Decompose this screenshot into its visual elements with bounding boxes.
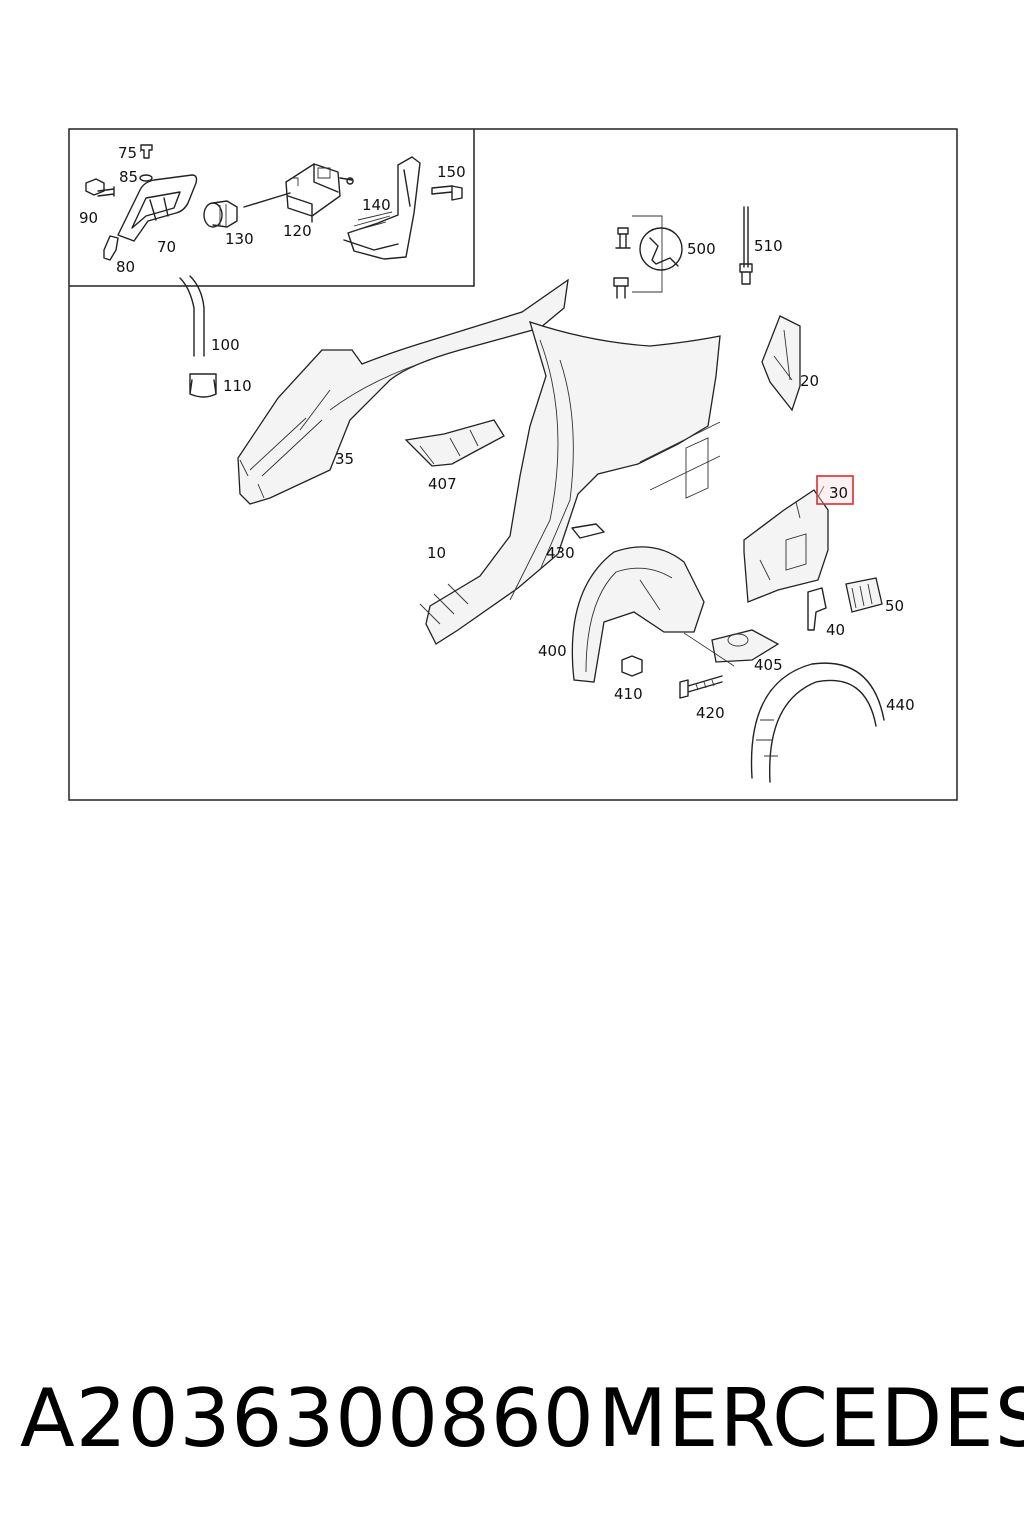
inset-box: [69, 129, 475, 287]
part-35-inner-panel: [237, 278, 569, 505]
part-40-clip: [807, 587, 827, 631]
callout-30: 30: [829, 484, 848, 502]
leader-lines: [139, 149, 825, 667]
part-80-clip: [103, 235, 119, 261]
part-430-plug: [571, 523, 605, 539]
callout-110: 110: [223, 377, 252, 395]
part-400-wheel-liner: [571, 546, 705, 683]
part-20-bracket: [761, 315, 801, 412]
part-70-fuel-filler-housing: [117, 174, 198, 242]
footer: A2036300860 MERCEDES: [0, 1372, 1024, 1472]
part-130-grommet: [203, 200, 238, 228]
callout-130: 130: [225, 230, 254, 248]
part-75-rivet: [140, 144, 153, 159]
callout-20: 20: [800, 372, 819, 390]
callout-70: 70: [157, 238, 176, 256]
diagram-frame: [68, 128, 958, 801]
part-120-actuator: [243, 163, 354, 223]
part-100-hose: [179, 275, 205, 357]
callout-80: 80: [116, 258, 135, 276]
highlight-box-30: [816, 475, 854, 505]
callout-10: 10: [427, 544, 446, 562]
part-405-bracket: [711, 629, 780, 663]
brand-name: MERCEDES: [598, 1372, 1024, 1465]
callout-510: 510: [754, 237, 783, 255]
callout-85: 85: [119, 168, 138, 186]
callout-35: 35: [335, 450, 354, 468]
part-50-vent-grille: [845, 577, 883, 613]
part-440-outer-liner: [750, 662, 885, 783]
part-10-side-panel: [419, 320, 721, 645]
callout-410: 410: [614, 685, 643, 703]
callout-40: 40: [826, 621, 845, 639]
callout-labels: 75 85 90 70 80 130 120 140 150 500 510 1…: [79, 144, 915, 722]
callout-405: 405: [754, 656, 783, 674]
part-number: A2036300860: [20, 1372, 595, 1465]
callout-120: 120: [283, 222, 312, 240]
part-110-clamp: [189, 373, 217, 398]
callout-407: 407: [428, 475, 457, 493]
callout-430: 430: [546, 544, 575, 562]
part-140-hinge-bracket: [343, 156, 421, 260]
callout-100: 100: [211, 336, 240, 354]
callout-90: 90: [79, 209, 98, 227]
callout-400: 400: [538, 642, 567, 660]
part-410-nut: [621, 655, 643, 677]
part-30-panel: [743, 489, 829, 603]
part-85-washer: [139, 174, 153, 182]
part-407-bracket: [404, 419, 505, 467]
callout-140: 140: [362, 196, 391, 214]
part-150-screw: [431, 185, 463, 201]
callout-500: 500: [687, 240, 716, 258]
callout-440: 440: [886, 696, 915, 714]
callout-50: 50: [885, 597, 904, 615]
part-420-screw: [679, 675, 723, 699]
callout-150: 150: [437, 163, 466, 181]
part-90-bolt: [85, 178, 115, 197]
part-510-stud: [739, 206, 753, 285]
callout-75: 75: [118, 144, 137, 162]
part-500-fastener-set: [613, 215, 683, 299]
callout-420: 420: [696, 704, 725, 722]
